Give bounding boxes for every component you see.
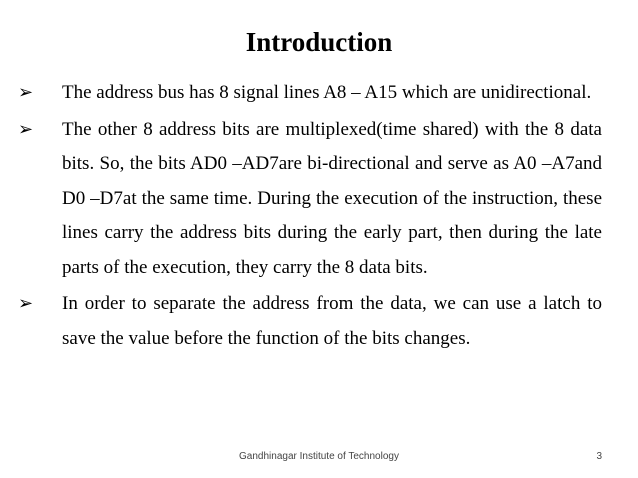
slide-title: Introduction: [245, 27, 393, 57]
page-number: 3: [596, 451, 602, 462]
bullet-text: In order to separate the address from th…: [62, 293, 602, 349]
bullet-text: The other 8 address bits are multiplexed…: [62, 118, 602, 278]
arrowhead-bullet-icon: ➢: [18, 118, 34, 140]
bullet-text: The address bus has 8 signal lines A8 – …: [62, 82, 592, 103]
arrowhead-bullet-icon: ➢: [18, 82, 34, 103]
bullet-list: ➢ The address bus has 8 signal lines A8 …: [18, 76, 602, 358]
bullet-item: ➢ The other 8 address bits are multiplex…: [18, 113, 602, 286]
bullet-item: ➢ In order to separate the address from …: [18, 287, 602, 356]
slide-footer: Gandhinagar Institute of Technology 3: [0, 451, 638, 467]
bullet-item: ➢ The address bus has 8 signal lines A8 …: [18, 76, 602, 111]
footer-institute: Gandhinagar Institute of Technology: [239, 451, 399, 462]
arrowhead-bullet-icon: ➢: [18, 293, 34, 314]
